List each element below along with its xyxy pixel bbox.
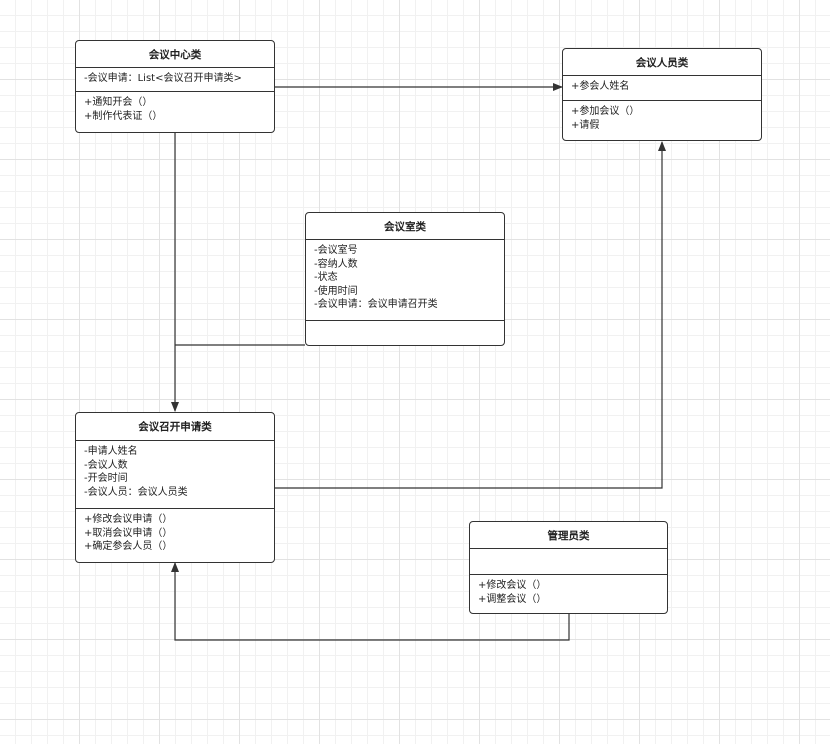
- method: +参加会议（）: [571, 106, 640, 117]
- method: +确定参会人员（）: [84, 541, 173, 552]
- attribute: -容纳人数: [314, 258, 358, 270]
- connector-application-to-attendee: [274, 141, 666, 489]
- class-methods: +修改会议（） +调整会议（）: [470, 575, 667, 606]
- attribute: -会议申请：会议申请召开类: [314, 299, 438, 310]
- method: +修改会议（）: [478, 580, 547, 591]
- attribute: -会议人数: [84, 459, 128, 471]
- attribute: -会议申请：List<会议召开申请类>: [84, 73, 242, 84]
- class-attributes: [470, 549, 667, 575]
- attribute: -使用时间: [314, 285, 358, 297]
- class-attributes: +参会人姓名: [563, 76, 761, 101]
- class-methods: [306, 321, 504, 325]
- class-administrator[interactable]: 管理员类 +修改会议（） +调整会议（）: [469, 521, 668, 614]
- method: +制作代表证（）: [84, 110, 163, 122]
- class-attendee[interactable]: 会议人员类 +参会人姓名 +参加会议（） +请假: [562, 48, 762, 141]
- attribute: -开会时间: [84, 473, 128, 484]
- class-methods: +参加会议（） +请假: [563, 101, 761, 132]
- attribute: +参会人姓名: [571, 81, 630, 92]
- class-attributes: -会议室号 -容纳人数 -状态 -使用时间 -会议申请：会议申请召开类: [306, 240, 504, 321]
- attribute: -会议人员：会议人员类: [84, 486, 188, 498]
- class-methods: +通知开会（） +制作代表证（）: [76, 92, 274, 123]
- class-methods: +修改会议申请（） +取消会议申请（） +确定参会人员（）: [76, 509, 274, 554]
- attribute: -状态: [314, 272, 338, 283]
- method: +通知开会（）: [84, 97, 153, 108]
- attribute: -会议室号: [314, 245, 358, 256]
- method: +调整会议（）: [478, 593, 547, 605]
- connector-admin-to-application: [171, 562, 570, 641]
- class-attributes: -申请人姓名 -会议人数 -开会时间 -会议人员：会议人员类: [76, 441, 274, 509]
- class-name: 会议室类: [306, 213, 504, 240]
- class-name: 会议人员类: [563, 49, 761, 76]
- method: +修改会议申请（）: [84, 514, 173, 525]
- class-name: 管理员类: [470, 522, 667, 549]
- attribute: -申请人姓名: [84, 446, 138, 457]
- class-name: 会议中心类: [76, 41, 274, 68]
- class-meeting-application[interactable]: 会议召开申请类 -申请人姓名 -会议人数 -开会时间 -会议人员：会议人员类 +…: [75, 412, 275, 563]
- class-meeting-room[interactable]: 会议室类 -会议室号 -容纳人数 -状态 -使用时间 -会议申请：会议申请召开类: [305, 212, 505, 346]
- class-name: 会议召开申请类: [76, 413, 274, 441]
- method: +取消会议申请（）: [84, 527, 173, 539]
- class-attributes: -会议申请：List<会议召开申请类>: [76, 68, 274, 92]
- class-meeting-center[interactable]: 会议中心类 -会议申请：List<会议召开申请类> +通知开会（） +制作代表证…: [75, 40, 275, 133]
- method: +请假: [571, 119, 600, 131]
